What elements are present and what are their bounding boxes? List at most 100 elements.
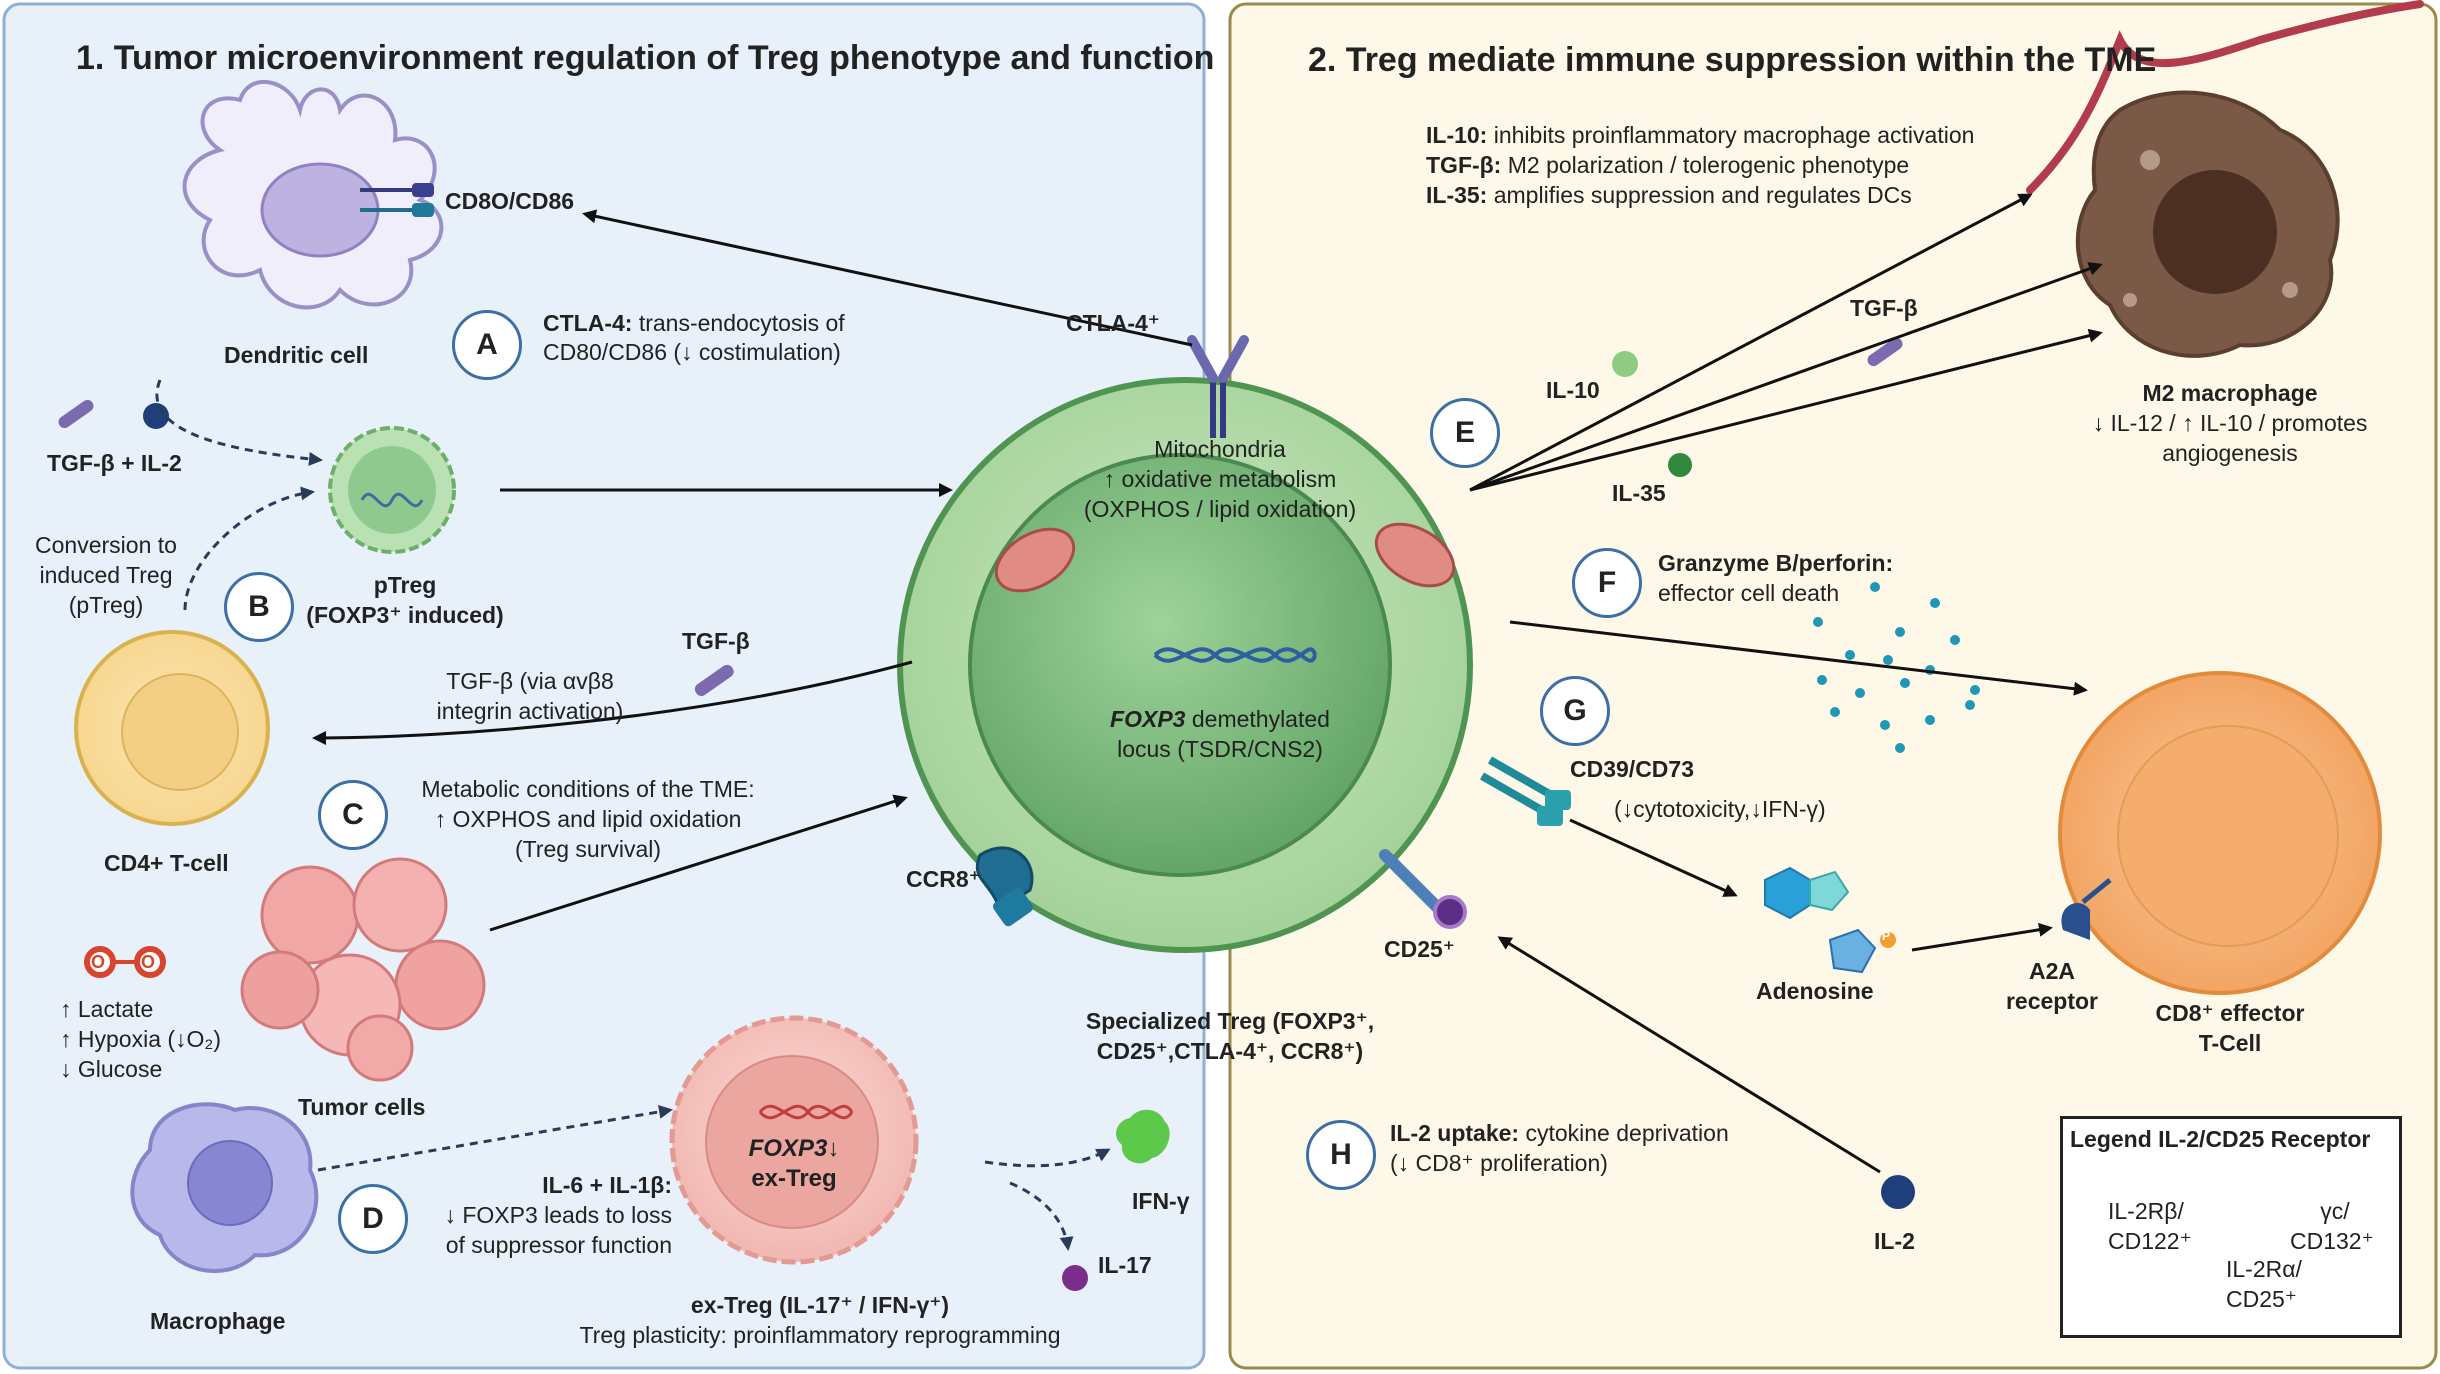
step-f-bold: Granzyme B/perforin: — [1658, 550, 1894, 576]
il2-label: IL-2 — [1874, 1228, 1915, 1254]
step-h-text: IL-2 uptake: cytokine deprivation (↓ CD8… — [1390, 1118, 1729, 1178]
specialized-treg-label: Specialized Treg (FOXP3⁺, CD25⁺,CTLA-4⁺,… — [1060, 1006, 1400, 1066]
step-g-badge: G — [1540, 676, 1610, 746]
tgfb-bold: TGF-β: — [1426, 152, 1502, 178]
conversion-line-2: induced Treg — [39, 562, 173, 588]
extreg-caption-line-1: ex-Treg (IL-17⁺ / IFN-γ⁺) — [690, 1292, 950, 1318]
il2-molecule-left — [143, 403, 169, 429]
oxygen-molecule — [84, 946, 166, 978]
cd39-cd73-receptor — [1480, 756, 1571, 826]
o2-atom-1: O — [91, 952, 106, 972]
a2a-line-1: A2A — [2028, 958, 2075, 984]
arrow-treg-to-cd8 — [1509, 620, 2088, 696]
tgfb-integrin-line-2: integrin activation) — [436, 698, 624, 724]
adenosine-molecule — [1764, 866, 1896, 974]
tgfb-il2-label: TGF-β + IL-2 — [47, 450, 182, 476]
ex-treg-cell — [669, 1015, 919, 1265]
il17-label: IL-17 — [1098, 1252, 1152, 1278]
foxp3-rest: demethylated — [1185, 706, 1330, 732]
legend-il2rb: IL-2Rβ/ CD122⁺ — [2108, 1196, 2192, 1256]
step-a-bold: CTLA-4: — [543, 310, 633, 336]
extreg-caption-line-2: Treg plasticity: proinflammatory reprogr… — [579, 1322, 1061, 1348]
ptreg-line-1: pTreg — [373, 572, 437, 598]
ptreg-line-2: (FOXP3⁺ induced) — [306, 602, 504, 628]
ccr8-receptor — [975, 846, 1034, 927]
arrow-macrophage-to-extreg — [317, 1104, 673, 1172]
panel-2-title: 2. Treg mediate immune suppression withi… — [1308, 41, 2157, 79]
cd25-receptor — [1379, 849, 1467, 929]
cd8-label: CD8⁺ effector T-Cell — [2130, 998, 2330, 1058]
conditions-label: ↑ Lactate ↑ Hypoxia (↓O₂) ↓ Glucose — [60, 994, 221, 1084]
cd39-cd73-label: CD39/CD73 — [1570, 756, 1694, 782]
foxp3-line-2: locus (TSDR/CNS2) — [1117, 736, 1323, 762]
conversion-line-3: (pTreg) — [68, 592, 144, 618]
m2-line-3: angiogenesis — [2162, 440, 2298, 466]
il35-molecule — [1668, 453, 1692, 477]
ctla4-label: CTLA-4⁺ — [1066, 310, 1160, 336]
step-a-badge: A — [452, 310, 522, 380]
arrow-dc-to-ptreg — [155, 379, 323, 466]
m2-line-1: M2 macrophage — [2142, 380, 2318, 406]
step-d-text: IL-6 + IL-1β: ↓ FOXP3 leads to loss of s… — [412, 1170, 672, 1260]
metabolic-label: Metabolic conditions of the TME: ↑ OXPHO… — [392, 774, 784, 864]
step-a-text-1: CTLA-4: trans-endocytosis of — [543, 308, 845, 338]
il2-molecule-right — [1881, 1175, 1915, 1209]
step-f-line2: effector cell death — [1658, 580, 1840, 606]
tgfb-label-mid: TGF-β — [682, 628, 750, 654]
legend-box — [2060, 1116, 2402, 1338]
condition-lactate: ↑ Lactate — [60, 996, 154, 1022]
ptreg-label: pTreg (FOXP3⁺ induced) — [292, 570, 518, 630]
tgfb-integrin-line-1: TGF-β (via αvβ8 — [446, 668, 614, 694]
cd8-line-2: T-Cell — [2198, 1030, 2262, 1056]
legend-il2rb-line-2: CD122⁺ — [2108, 1228, 2192, 1254]
arrow-treg-to-m2-a — [1469, 193, 2033, 492]
macrophage-cell — [130, 1102, 319, 1273]
adenosine-phosphate: P — [1882, 929, 1891, 943]
specialized-treg-cell — [897, 377, 1473, 953]
step-h-line1: cytokine deprivation — [1519, 1120, 1729, 1146]
panel-1-title: 1. Tumor microenvironment regulation of … — [76, 39, 1215, 77]
m2-macrophage — [2075, 90, 2340, 358]
extreg-inner-line-2: ex-Treg — [751, 1165, 837, 1192]
tgfb-molecule-left — [58, 399, 94, 429]
specialized-line-2: CD25⁺,CTLA-4⁺, CCR8⁺) — [1096, 1038, 1364, 1064]
il10-molecule — [1612, 351, 1638, 377]
step-h-bold: IL-2 uptake: — [1390, 1120, 1520, 1146]
tgfb-effect-line: TGF-β: M2 polarization / tolerogenic phe… — [1426, 150, 1909, 180]
macrophage-label: Macrophage — [150, 1308, 286, 1334]
metabolic-line-3: (Treg survival) — [514, 836, 662, 862]
legend-il2ra-line-2: CD25⁺ — [2226, 1286, 2297, 1312]
step-c-badge: C — [318, 780, 388, 850]
il10-text: inhibits proinflammatory macrophage acti… — [1487, 122, 1975, 148]
step-a-line2: CD80/CD86 (↓ costimulation) — [543, 339, 841, 365]
step-f-badge: F — [1572, 548, 1642, 618]
o2-atom-2: O — [141, 952, 156, 972]
cd8-t-cell — [2058, 671, 2382, 995]
dendritic-cell — [182, 80, 444, 310]
mitochondria-label: Mitochondria ↑ oxidative metabolism (OXP… — [1020, 434, 1420, 524]
arrow-adenosine-to-a2a — [1911, 922, 2053, 952]
legend-title: Legend IL-2/CD25 Receptor — [2070, 1126, 2371, 1152]
adenosine-label: Adenosine — [1756, 978, 1874, 1004]
il35-effect-line: IL-35: amplifies suppression and regulat… — [1426, 180, 1912, 210]
step-h-badge: H — [1306, 1120, 1376, 1190]
foxp3-italic: FOXP3 — [1110, 706, 1186, 732]
cd25-label: CD25⁺ — [1384, 936, 1455, 962]
arrow-treg-to-m2-b — [1469, 262, 2103, 492]
arrow-cd4-to-ptreg — [183, 486, 315, 611]
m2-macrophage-label: M2 macrophage ↓ IL-12 / ↑ IL-10 / promot… — [2060, 378, 2400, 468]
cd4-t-cell — [74, 630, 270, 826]
specialized-line-1: Specialized Treg (FOXP3⁺, — [1085, 1008, 1375, 1034]
mito-line-3: (OXPHOS / lipid oxidation) — [1083, 496, 1357, 522]
a2a-line-2: receptor — [2005, 988, 2099, 1014]
ctla4-receptor — [1187, 335, 1249, 438]
il10-effect-line: IL-10: inhibits proinflammatory macropha… — [1426, 120, 1974, 150]
legend-il2ra: IL-2Rα/ CD25⁺ — [2226, 1254, 2302, 1314]
arrow-treg-to-cd4 — [312, 660, 913, 745]
metabolic-line-1: Metabolic conditions of the TME: — [421, 776, 755, 802]
dendritic-cell-label: Dendritic cell — [224, 342, 369, 368]
il10-bold: IL-10: — [1426, 122, 1488, 148]
legend-gammac: γc/ CD132⁺ — [2290, 1196, 2380, 1256]
legend-il2ra-line-1: IL-2Rα/ — [2226, 1256, 2302, 1282]
tgfb-molecule-mid — [694, 664, 734, 696]
